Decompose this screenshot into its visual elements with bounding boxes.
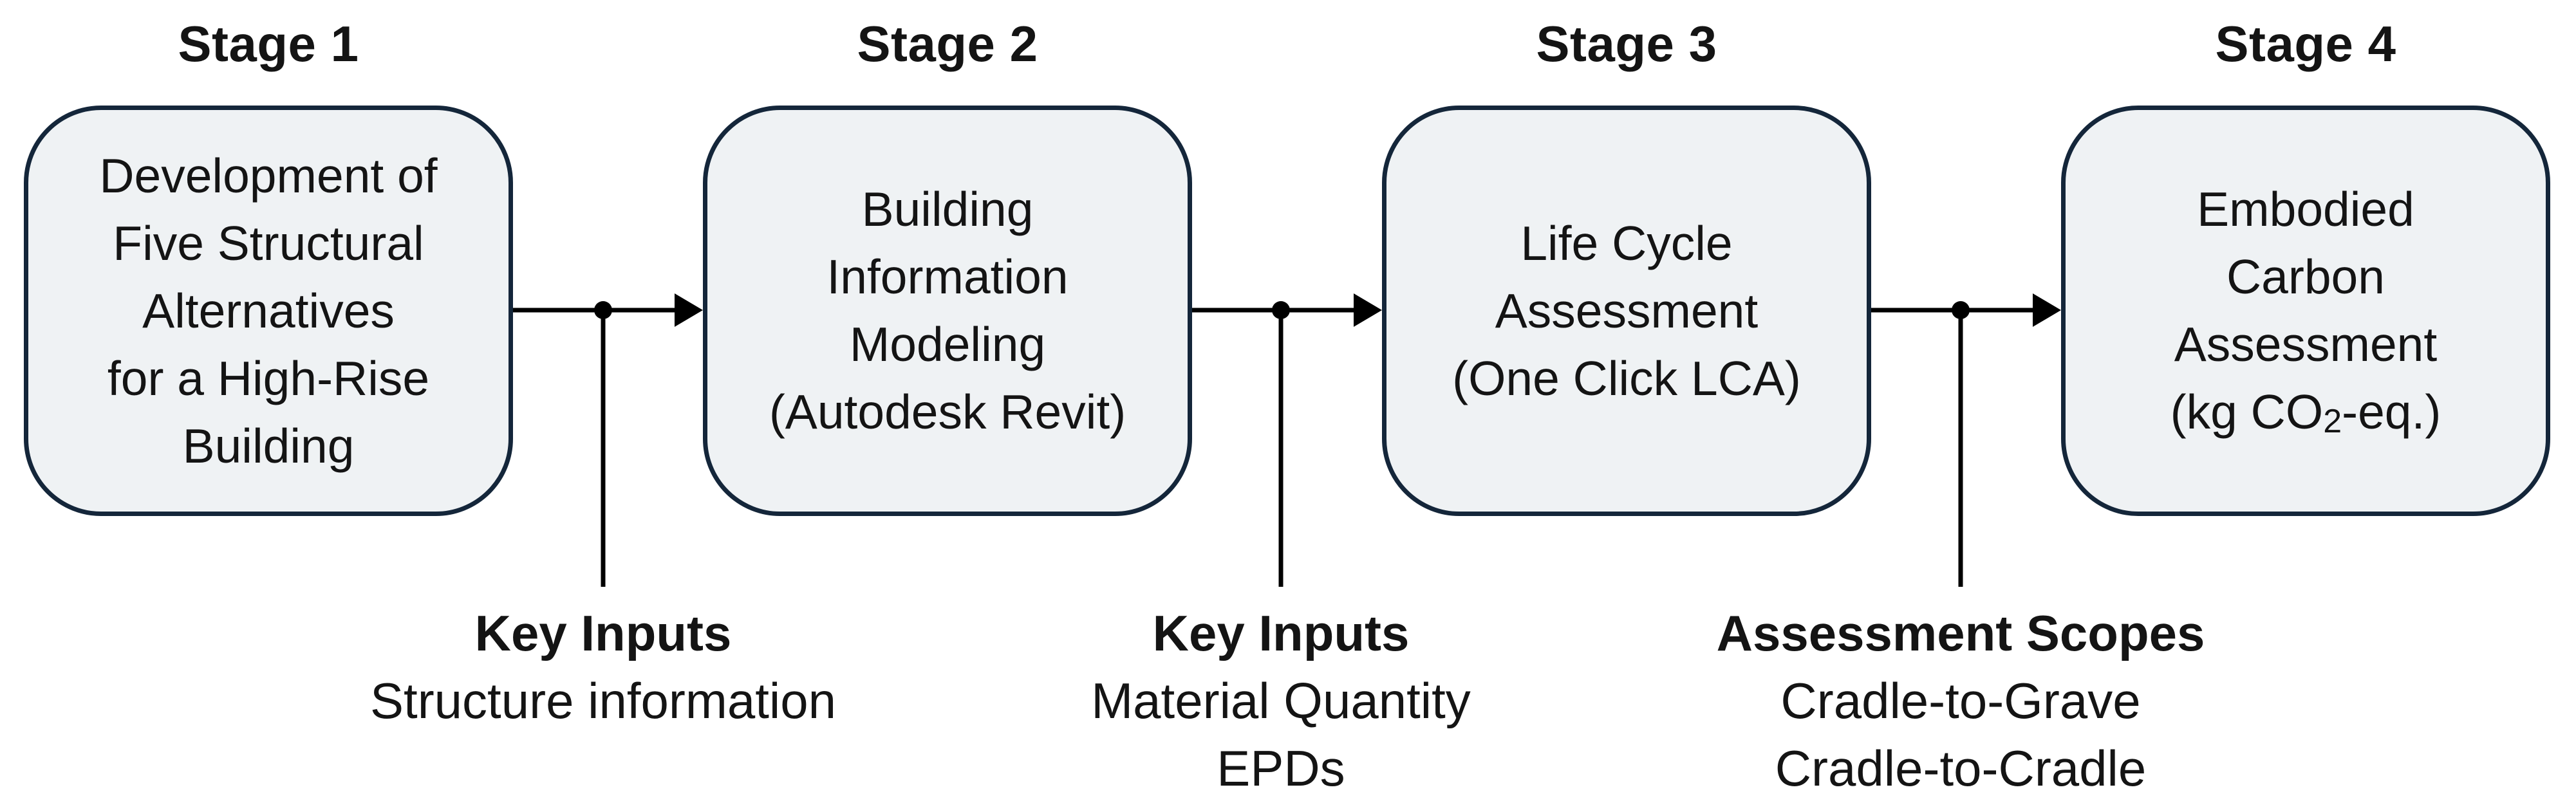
co2-subscript: 2	[2323, 403, 2342, 440]
arrow-3-junction-dot	[1952, 301, 1970, 319]
stage-4-box: Embodied Carbon Assessment (kg CO2-eq.)	[2061, 106, 2550, 516]
inputs-2-block: Key Inputs Material Quantity EPDs	[966, 600, 1596, 802]
stage-1-title: Stage 1	[178, 15, 359, 72]
inputs-1-block: Key Inputs Structure information	[288, 600, 919, 735]
stage-3-title: Stage 3	[1536, 15, 1717, 72]
stage-4-text-main: Embodied Carbon Assessment (kg CO	[2170, 182, 2438, 439]
inputs-2-line-2: EPDs	[1217, 740, 1345, 797]
stage-1-box: Development of Five Structural Alternati…	[24, 106, 513, 516]
stage-4-text: Embodied Carbon Assessment (kg CO2-eq.)	[2074, 176, 2537, 446]
inputs-3-line-1: Cradle-to-Grave	[1780, 672, 2141, 729]
arrow-3-head	[2033, 293, 2061, 327]
inputs-3-block: Assessment Scopes Cradle-to-Grave Cradle…	[1645, 600, 2276, 802]
stage-1-text: Development of Five Structural Alternati…	[99, 148, 438, 473]
stage-2-box: Building Information Modeling (Autodesk …	[703, 106, 1192, 516]
inputs-3-title: Assessment Scopes	[1716, 605, 2205, 661]
arrow-1-head	[675, 293, 703, 327]
inputs-2-title: Key Inputs	[1152, 605, 1410, 661]
inputs-3-line-2: Cradle-to-Cradle	[1775, 740, 2147, 797]
arrow-2-junction-dot	[1272, 301, 1290, 319]
stage-4-text-suffix: -eq.)	[2342, 385, 2441, 439]
stage-4-title: Stage 4	[2215, 15, 2396, 72]
arrow-1-junction-dot	[594, 301, 612, 319]
stage-2-title: Stage 2	[857, 15, 1038, 72]
stage-2-text: Building Information Modeling (Autodesk …	[769, 182, 1126, 439]
stage-3-text: Life Cycle Assessment (One Click LCA)	[1452, 216, 1801, 405]
stage-3-box: Life Cycle Assessment (One Click LCA)	[1382, 106, 1871, 516]
arrow-2-head	[1354, 293, 1382, 327]
inputs-1-line-1: Structure information	[370, 672, 836, 729]
inputs-2-line-1: Material Quantity	[1091, 672, 1471, 729]
inputs-1-title: Key Inputs	[474, 605, 732, 661]
